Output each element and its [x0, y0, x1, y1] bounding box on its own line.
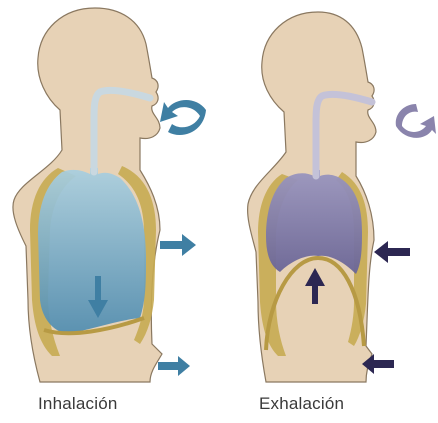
inhale-lungs	[38, 168, 146, 334]
exhale-figure	[248, 12, 436, 382]
curved-arrow-in-icon	[160, 100, 206, 135]
inhale-caption: Inhalación	[38, 394, 118, 414]
exhale-caption: Exhalación	[259, 394, 344, 414]
arrow-right-icon	[160, 234, 196, 256]
arrow-left-icon	[374, 241, 410, 263]
arrow-right-icon	[158, 356, 190, 376]
inhale-figure	[13, 8, 206, 382]
curved-arrow-out-icon	[396, 104, 436, 138]
